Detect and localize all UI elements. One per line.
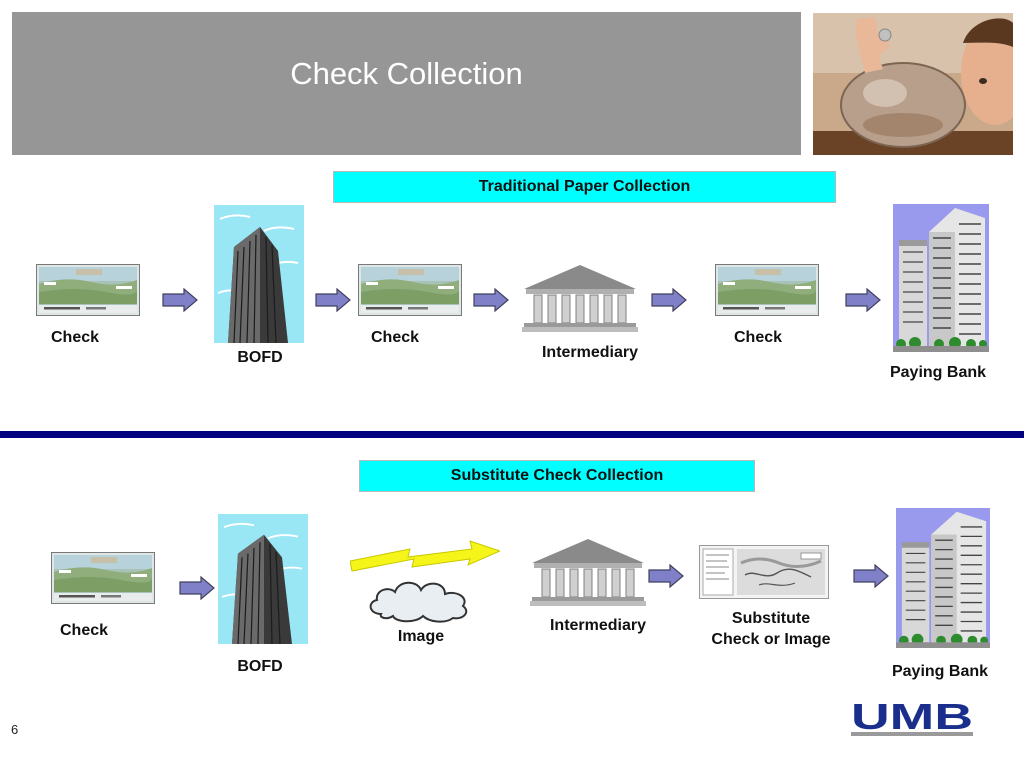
check-icon bbox=[358, 264, 462, 316]
arrow-right-icon bbox=[162, 288, 198, 312]
label-substitute-line2: Check or Image bbox=[711, 631, 831, 648]
arrow-right-icon bbox=[648, 564, 684, 588]
substitute-banner: Substitute Check Collection bbox=[359, 460, 755, 492]
office-tower-icon bbox=[218, 514, 308, 644]
label-check-2: Check bbox=[370, 329, 420, 346]
substitute-check-icon bbox=[699, 545, 829, 599]
slide-title: Check Collection bbox=[290, 56, 523, 91]
office-tower-icon bbox=[214, 205, 304, 343]
label-bofd: BOFD bbox=[237, 658, 283, 675]
cloud-icon bbox=[365, 574, 475, 624]
section-divider bbox=[0, 431, 1024, 438]
label-paying-bank: Paying Bank bbox=[891, 663, 989, 680]
skyscrapers-icon bbox=[896, 508, 990, 648]
bank-building-icon bbox=[530, 537, 646, 607]
check-icon bbox=[36, 264, 140, 316]
label-intermediary: Intermediary bbox=[549, 617, 647, 634]
svg-text:UMB: UMB bbox=[851, 700, 973, 737]
title-bar: Check Collection bbox=[12, 12, 801, 155]
piggy-bank-photo bbox=[813, 13, 1013, 155]
arrow-right-icon bbox=[179, 576, 215, 600]
bank-building-icon bbox=[522, 263, 638, 333]
label-image: Image bbox=[397, 628, 445, 645]
page-number: 6 bbox=[11, 722, 19, 737]
check-icon bbox=[51, 552, 155, 604]
label-paying-bank: Paying Bank bbox=[889, 364, 987, 381]
umb-logo: UMB bbox=[849, 696, 975, 738]
arrow-right-icon bbox=[473, 288, 509, 312]
arrow-right-icon bbox=[651, 288, 687, 312]
label-check: Check bbox=[59, 622, 109, 639]
check-icon bbox=[715, 264, 819, 316]
arrow-right-icon bbox=[845, 288, 881, 312]
traditional-banner: Traditional Paper Collection bbox=[333, 171, 836, 203]
lightning-bolt-icon bbox=[350, 539, 500, 575]
label-check-1: Check bbox=[50, 329, 100, 346]
label-check-3: Check bbox=[733, 329, 783, 346]
label-substitute-line1: Substitute bbox=[731, 610, 811, 627]
label-intermediary: Intermediary bbox=[541, 344, 639, 361]
arrow-right-icon bbox=[315, 288, 351, 312]
label-bofd: BOFD bbox=[237, 349, 283, 366]
skyscrapers-icon bbox=[893, 204, 989, 352]
arrow-right-icon bbox=[853, 564, 889, 588]
